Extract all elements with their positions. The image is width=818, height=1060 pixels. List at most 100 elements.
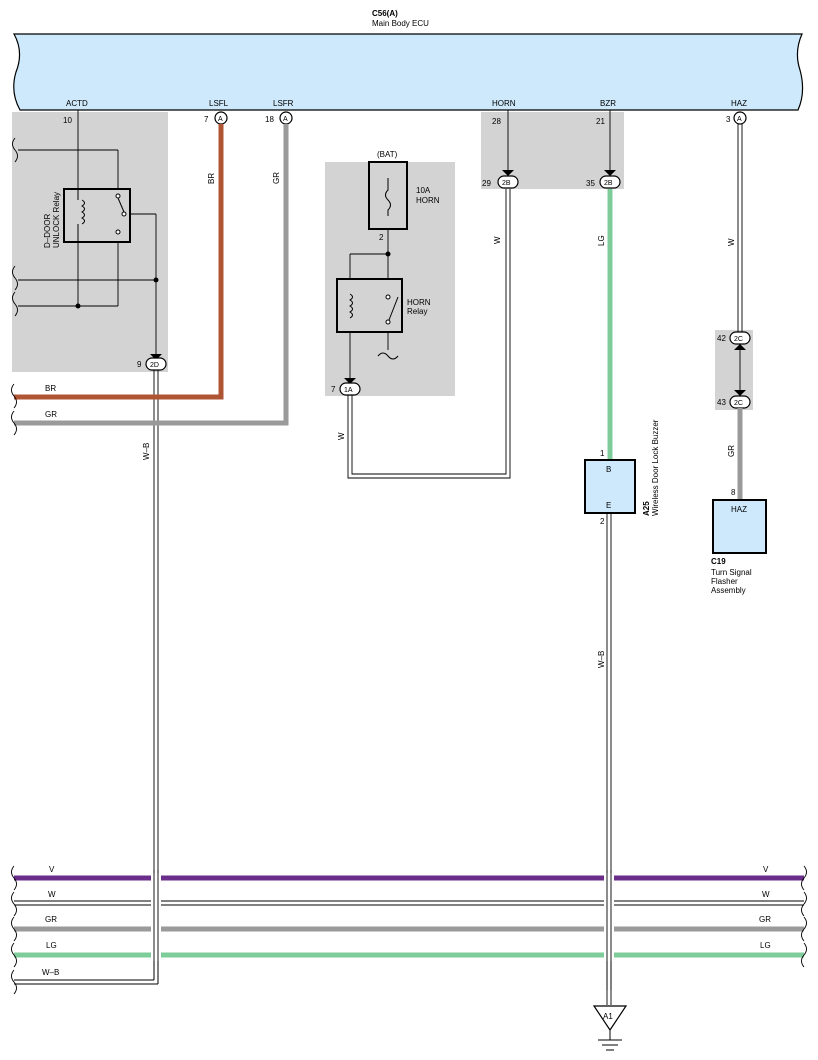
svg-text:2B: 2B xyxy=(502,180,511,187)
ecu-box xyxy=(12,33,804,111)
junction-dot xyxy=(75,303,81,309)
pin-actd: 10 xyxy=(63,116,72,125)
ecu-connector-label: C56(A) xyxy=(372,9,398,18)
terminal-horn: HORN xyxy=(492,99,516,108)
svg-text:A: A xyxy=(283,116,288,123)
flasher-name-2: Flasher xyxy=(711,577,738,586)
svg-text:A: A xyxy=(737,116,742,123)
svg-text:2D: 2D xyxy=(150,362,159,369)
wire-label-w-haz: W xyxy=(727,238,736,246)
flasher-pin: 8 xyxy=(731,488,736,497)
buzzer-name: Wireless Door Lock Buzzer xyxy=(651,419,660,516)
pin-circle-lsfl: A xyxy=(214,111,228,125)
horn-fuse xyxy=(368,161,408,230)
wire-w-haz xyxy=(737,124,743,332)
horn-relay-label-2: Relay xyxy=(407,307,427,316)
junction-2b-bzr: 2B xyxy=(599,170,621,189)
crossing-wb-buzzer-front xyxy=(606,870,612,990)
junction-2d: 2D xyxy=(145,354,167,371)
bus-wire-w xyxy=(14,900,804,906)
pin-bzr: 21 xyxy=(596,117,605,126)
wire-break-gr xyxy=(11,410,17,436)
ground-icon xyxy=(598,1030,622,1051)
flasher-name-1: Turn Signal xyxy=(711,568,752,577)
wire-gr xyxy=(14,124,289,426)
terminal-bzr: BZR xyxy=(600,99,616,108)
flasher-term-haz: HAZ xyxy=(731,505,747,514)
pin-haz: 3 xyxy=(726,115,731,124)
svg-text:2B: 2B xyxy=(604,180,613,187)
pin-lsfl: 7 xyxy=(204,115,209,124)
crossing-gap-left xyxy=(151,873,161,961)
pin-circle-lsfr: A xyxy=(279,111,293,125)
junction-2c-top: 2C xyxy=(729,331,751,350)
ground-a1-label: A1 xyxy=(603,1012,613,1021)
flasher-connector: C19 xyxy=(711,557,726,566)
junction-2b-horn: 2B xyxy=(497,170,519,189)
terminal-actd: ACTD xyxy=(66,99,88,108)
pin-horn: 28 xyxy=(492,117,501,126)
turn-signal-flasher xyxy=(712,499,767,554)
wire-label-wb-buzzer: W–B xyxy=(597,651,606,668)
junction-1a: 1A xyxy=(339,378,361,396)
fuse-out-pin: 2 xyxy=(379,233,384,242)
buzzer-pin-b: 1 xyxy=(600,449,605,458)
wire-label-w-horn-right: W xyxy=(493,236,502,244)
pin-2b-horn: 29 xyxy=(482,179,491,188)
buzzer-connector: A25 xyxy=(642,501,651,516)
pin-1a: 7 xyxy=(331,385,336,394)
wire-label-br-vertical: BR xyxy=(207,173,216,184)
bus-breaks-left xyxy=(11,865,17,995)
ground-a1-symbol xyxy=(592,1005,628,1032)
buzzer-pin-e: 2 xyxy=(600,517,605,526)
crossing-gap-buzzer xyxy=(604,873,614,961)
svg-text:1A: 1A xyxy=(344,387,353,394)
bus-label-w-left: W xyxy=(48,890,56,899)
wire-label-wb-left: W–B xyxy=(142,443,151,460)
horn-icon xyxy=(377,352,399,360)
fuse-icon xyxy=(385,178,391,216)
horn-relay-label-1: HORN xyxy=(407,298,431,307)
buzzer-term-b: B xyxy=(606,465,611,474)
terminal-lsfr: LSFR xyxy=(273,99,294,108)
wire-label-w-horn-left: W xyxy=(337,432,346,440)
ecu-title: Main Body ECU xyxy=(372,19,429,28)
bus-label-w-right: W xyxy=(762,890,770,899)
junction-2c-bottom: 2C xyxy=(729,390,751,409)
pin-circle-haz: A xyxy=(733,111,747,125)
buzzer-term-e: E xyxy=(606,501,611,510)
wire-label-lg-buzzer: LG xyxy=(597,235,606,246)
relay-switch-icon xyxy=(77,190,127,241)
door-unlock-relay-label: D–DOOR UNLOCK Relay xyxy=(43,192,61,248)
terminal-haz: HAZ xyxy=(731,99,747,108)
flasher-name-3: Assembly xyxy=(711,586,746,595)
relay-coil-icon xyxy=(81,199,85,225)
wire-label-br-horizontal: BR xyxy=(45,384,56,393)
bus-label-v-left: V xyxy=(49,865,55,874)
bus-label-lg-right: LG xyxy=(760,941,771,950)
bus-label-gr-left: GR xyxy=(45,915,57,924)
bus-label-gr-right: GR xyxy=(759,915,771,924)
bus-label-lg-left: LG xyxy=(46,941,57,950)
pin-2d: 9 xyxy=(137,360,142,369)
svg-text:2C: 2C xyxy=(734,336,743,343)
horn-relay-switch-icon xyxy=(385,294,399,325)
pin-2c-bottom: 43 xyxy=(717,398,726,407)
wire-wb-left xyxy=(14,370,159,985)
junction-dot xyxy=(153,277,159,283)
wire-br xyxy=(14,124,224,400)
horn-relay xyxy=(336,278,403,333)
svg-text:2C: 2C xyxy=(734,400,743,407)
fuse-source: (BAT) xyxy=(377,150,398,159)
horn-relay-coil-icon xyxy=(349,293,353,319)
wire-break-br xyxy=(11,383,17,409)
crossing-wb-left-front xyxy=(153,870,159,984)
wire-w-horn xyxy=(347,189,511,479)
wire-label-gr-vertical: GR xyxy=(272,172,281,184)
bus-breaks-right xyxy=(801,865,807,968)
wire-label-gr-haz: GR xyxy=(727,445,736,457)
fuse-rating: 10A xyxy=(416,186,431,195)
pin-lsfr: 18 xyxy=(265,115,274,124)
fuse-name: HORN xyxy=(416,196,440,205)
